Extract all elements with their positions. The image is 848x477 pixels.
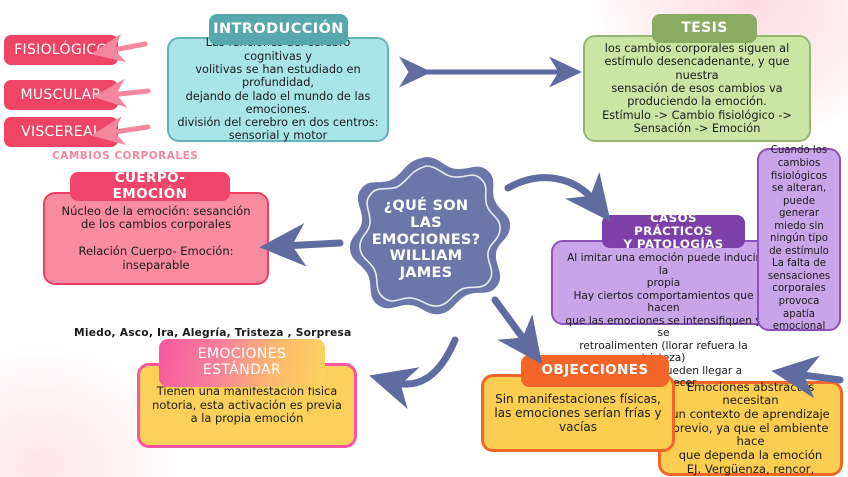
tesis-body: los cambios corporales siguen al estímul… xyxy=(583,35,811,142)
center-badge: ¿QUÉ SON LAS EMOCIONES? WILLIAM JAMES xyxy=(340,155,512,325)
cuerpo-emocion-title: CUERPO- EMOCIÓN xyxy=(70,171,230,201)
emociones-estandar-title-line2: ESTÁNDAR xyxy=(202,362,282,378)
objecciones-body: Sin manifestaciones físicas, las emocion… xyxy=(481,374,675,452)
arrow-center-emociones xyxy=(369,336,459,410)
emociones-estandar-title: EMOCIONES ESTÁNDAR xyxy=(159,339,325,387)
tag-fisiologico-label: FISIOLÓGICO xyxy=(14,42,108,58)
objecciones-body-secondary: Emociones abstractas necesitan un contex… xyxy=(658,380,843,476)
cuerpo-emocion-body: Núcleo de la emoción: sesanción de los c… xyxy=(43,192,269,285)
objecciones-title: OBJECCIONES xyxy=(521,355,669,387)
tag-viscereal-label: VISCEREAL xyxy=(21,124,101,140)
casos-practicos-body: Al imitar una emoción puede inducir la p… xyxy=(551,240,776,389)
arrow-center-casos xyxy=(504,171,611,222)
tesis-title: TESIS xyxy=(652,14,757,43)
cambios-corporales-caption: CAMBIOS CORPORALES xyxy=(52,150,199,162)
emociones-estandar-title-line1: EMOCIONES xyxy=(197,346,287,363)
introduccion-title: INTRODUCCIÓN xyxy=(209,14,348,45)
tag-muscular-label: MUSCULAR xyxy=(20,87,102,103)
center-badge-shape xyxy=(349,157,511,315)
tag-viscereal[interactable]: VISCEREAL xyxy=(4,117,118,147)
nota-lateral-body: Cuando los cambios fisiológicos se alter… xyxy=(757,145,841,332)
tag-fisiologico[interactable]: FISIOLÓGICO xyxy=(4,35,118,65)
introduccion-body: Las funciones del cerebro cognitivas y v… xyxy=(167,36,389,142)
arrow-center-cuerpo xyxy=(259,223,344,267)
casos-practicos-title-line2: Y PATOLOGÍAS xyxy=(623,237,724,252)
emociones-list: Miedo, Asco, Ira, Alegría, Tristeza , So… xyxy=(74,326,352,339)
casos-practicos-title: CASOS PRÁCTICOS Y PATOLOGÍAS xyxy=(602,210,745,252)
tag-muscular[interactable]: MUSCULAR xyxy=(4,80,118,110)
casos-practicos-title-line1: CASOS PRÁCTICOS xyxy=(634,210,713,238)
